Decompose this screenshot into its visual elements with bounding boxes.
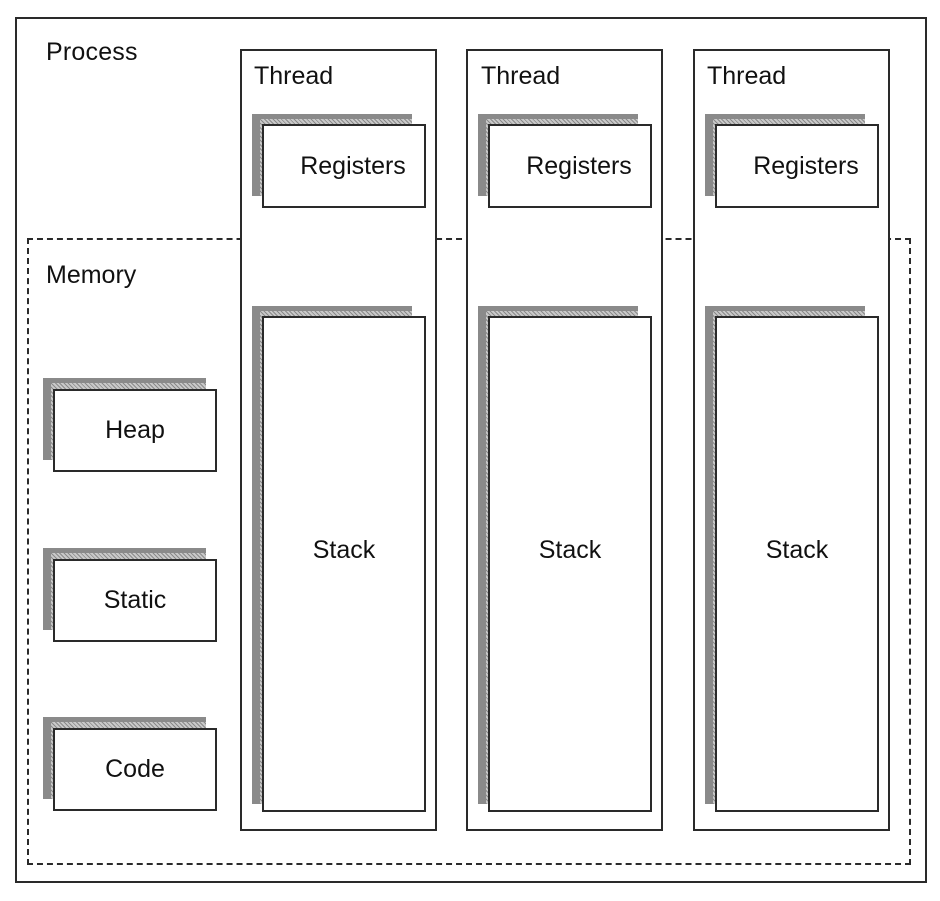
heap-block: Heap <box>53 389 217 472</box>
code-block: Code <box>53 728 217 811</box>
thread-label-1: Thread <box>254 62 334 90</box>
memory-label: Memory <box>46 261 137 289</box>
stack-block-1: Stack <box>262 316 426 812</box>
registers-block-1: Registers <box>262 124 426 208</box>
registers-label-1: Registers <box>300 151 406 180</box>
stack-block-2: Stack <box>488 316 652 812</box>
code-label: Code <box>105 755 165 783</box>
stack-block-3: Stack <box>715 316 879 812</box>
stack-label-3: Stack <box>765 535 829 564</box>
static-label: Static <box>103 586 167 614</box>
registers-block-2: Registers <box>488 124 652 208</box>
static-block: Static <box>53 559 217 642</box>
registers-label-3: Registers <box>753 151 859 180</box>
stack-label-1: Stack <box>312 535 376 564</box>
registers-block-3: Registers <box>715 124 879 208</box>
thread-label-2: Thread <box>481 62 561 90</box>
registers-label-2: Registers <box>526 151 632 180</box>
stack-label-2: Stack <box>538 535 602 564</box>
heap-label: Heap <box>105 416 165 444</box>
thread-label-3: Thread <box>707 62 787 90</box>
process-label: Process <box>46 38 138 66</box>
